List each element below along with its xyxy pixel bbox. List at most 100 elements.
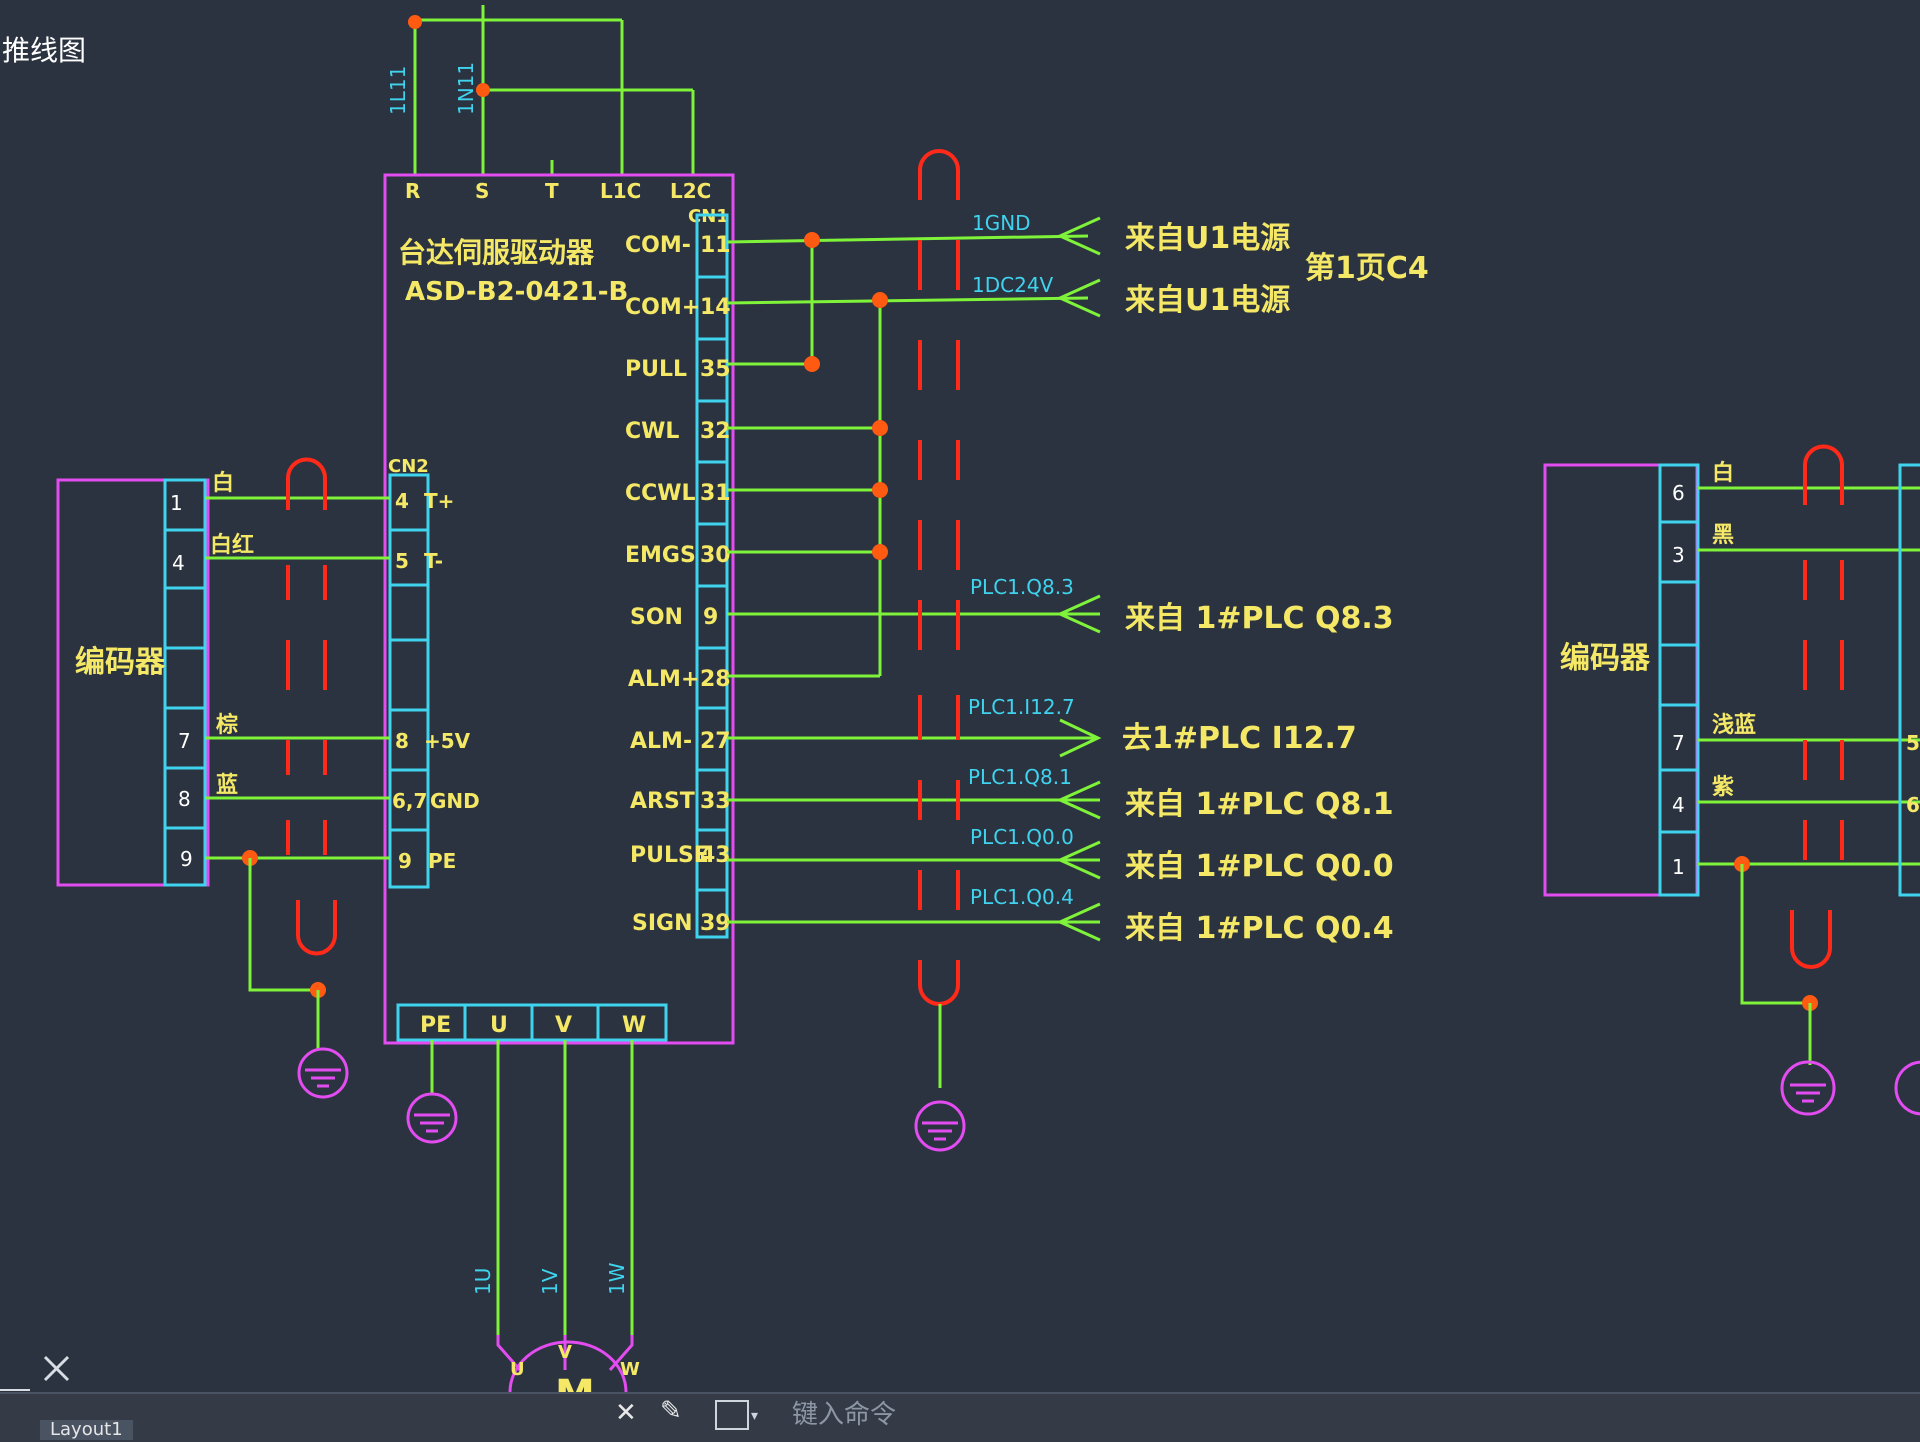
signal-pin: 14: [700, 295, 731, 320]
signal-name: CCWL: [625, 481, 696, 506]
ucs-icon: [0, 1355, 70, 1391]
net-text: 来自 1#PLC Q8.3: [1125, 601, 1394, 636]
term-r: R: [405, 179, 420, 203]
encoder-pin: 1: [1672, 855, 1685, 879]
wire-label: 1GND: [972, 211, 1031, 235]
command-history-icon[interactable]: ▾: [715, 1400, 758, 1430]
ground-icon: [1780, 1060, 1836, 1116]
junction-dot: [804, 232, 820, 248]
encoder-left[interactable]: 编码器 1 4 7 8 9 白 白红 棕 蓝: [56, 457, 390, 1099]
cn2-pin-label: PE: [428, 849, 456, 873]
signal-pin: 43: [700, 843, 731, 868]
junction-dot: [872, 420, 888, 436]
signal-name: ALM-: [630, 729, 692, 754]
signal-pin: 32: [700, 419, 731, 444]
signal-name: ARST: [630, 789, 695, 814]
net-text: 来自 1#PLC Q0.4: [1125, 911, 1394, 946]
junction-dot: [872, 482, 888, 498]
signal-name: COM-: [625, 233, 691, 258]
cn2-pin-label: GND: [430, 789, 480, 813]
cn2-pin-label: T+: [424, 489, 454, 513]
wrench-icon[interactable]: ✎: [660, 1396, 682, 1426]
net-text: 来自 1#PLC Q8.1: [1125, 787, 1394, 822]
net-text: 去1#PLC I12.7: [1122, 721, 1357, 756]
cn1-wiring: [726, 216, 1102, 942]
ground-icon: [1894, 1060, 1920, 1116]
signal-name: PULL: [625, 357, 687, 382]
signal-pin: 28: [700, 667, 731, 692]
signal-pin: 27: [700, 729, 731, 754]
ground-icon: [406, 1092, 458, 1144]
motor-wire: 1U: [471, 1268, 495, 1295]
motor-phase: V: [558, 1342, 572, 1363]
wire-label: PLC1.Q8.3: [970, 575, 1074, 599]
cn1-terminal-strip: [695, 213, 729, 939]
wire-label: PLC1.Q0.4: [970, 885, 1074, 909]
drawing-title: 推线图: [2, 34, 86, 67]
tab-layout1[interactable]: Layout1: [40, 1420, 133, 1440]
wire-label-1n11: 1N11: [454, 62, 478, 115]
cn2-label: CN2: [388, 456, 429, 477]
motor-wire: 1V: [538, 1268, 562, 1295]
wire-label-1l11: 1L11: [386, 66, 410, 115]
signal-pin: 39: [700, 911, 731, 936]
net-text: 来自U1电源: [1125, 283, 1290, 318]
signal-pin: 30: [700, 543, 731, 568]
junction-dot: [804, 356, 820, 372]
junction-dot: [872, 292, 888, 308]
signal-pin: 11: [700, 233, 731, 258]
cn2-pin-label: +5V: [424, 729, 471, 753]
junction-dot: [476, 83, 490, 97]
encoder-pin: 4: [1672, 793, 1685, 817]
signal-name: CWL: [625, 419, 679, 444]
page-ref: 第1页C4: [1305, 251, 1429, 286]
junction-dot: [408, 15, 422, 29]
cn1-signals: COM- 11 COM+ 14 PULL 35 CWL 32 CCWL 31 E…: [625, 233, 731, 936]
encoder-pin: 3: [1672, 543, 1685, 567]
ground-icon: [297, 1047, 349, 1099]
encoder-pin: 6: [1672, 481, 1685, 505]
term-w: W: [622, 1013, 646, 1038]
wire-label: PLC1.Q0.0: [970, 825, 1074, 849]
command-input[interactable]: [790, 1396, 1054, 1434]
wire-color: 棕: [216, 712, 238, 738]
encoder-right[interactable]: 编码器 6 3 7 4 1 白 黑 浅蓝 紫 5 6: [1543, 444, 1920, 1116]
servo-drive-box[interactable]: R S T L1C L2C 台达伺服驱动器 ASD-B2-0421-B CN1 …: [383, 173, 735, 1045]
cn2-pin: 9: [398, 849, 412, 873]
net-text: 来自U1电源: [1125, 221, 1290, 256]
term-t: T: [545, 179, 559, 203]
wire-color: 黑: [1712, 523, 1734, 548]
encoder-pin: 1: [170, 491, 183, 515]
cn2-pin: 6,7: [392, 789, 427, 813]
term-l1c: L1C: [600, 179, 641, 203]
drive-model: ASD-B2-0421-B: [405, 277, 628, 307]
term-l2c: L2C: [670, 179, 711, 203]
wire-color: 浅蓝: [1712, 713, 1756, 738]
close-icon[interactable]: ✕: [615, 1398, 637, 1428]
wire-color: 白: [1712, 460, 1734, 486]
junction-dot: [872, 544, 888, 560]
signal-name: SON: [630, 605, 683, 630]
signal-pin: 35: [700, 357, 731, 382]
signal-name: ALM+: [628, 667, 699, 692]
term-u: U: [490, 1013, 508, 1038]
signal-pin: 31: [700, 481, 731, 506]
wire-color: 蓝: [216, 773, 238, 798]
encoder-pin: 7: [178, 729, 191, 753]
encoder-name: 编码器: [75, 645, 166, 680]
net-labels: 1GND 来自U1电源 1DC24V 来自U1电源 第1页C4 PLC1.Q8.…: [968, 211, 1429, 946]
motor-phase: U: [510, 1359, 525, 1380]
signal-name: PULSE: [630, 843, 709, 868]
motor: 1U 1V 1W U V W M: [471, 1040, 640, 1418]
partial-pin: 6: [1906, 793, 1920, 817]
wire-label: PLC1.I12.7: [968, 695, 1075, 719]
cn2-pin-label: T-: [424, 549, 443, 573]
signal-name: EMGS: [625, 543, 696, 568]
partial-pin: 5: [1906, 731, 1920, 755]
term-pe: PE: [420, 1013, 451, 1038]
wire-color: 白红: [210, 532, 254, 558]
encoder-pin: 8: [178, 787, 191, 811]
cn2-terminal-strip: 4 T+ 5 T- 8 +5V 6,7 GND 9 PE: [388, 473, 480, 889]
signal-pin: 9: [703, 605, 718, 630]
